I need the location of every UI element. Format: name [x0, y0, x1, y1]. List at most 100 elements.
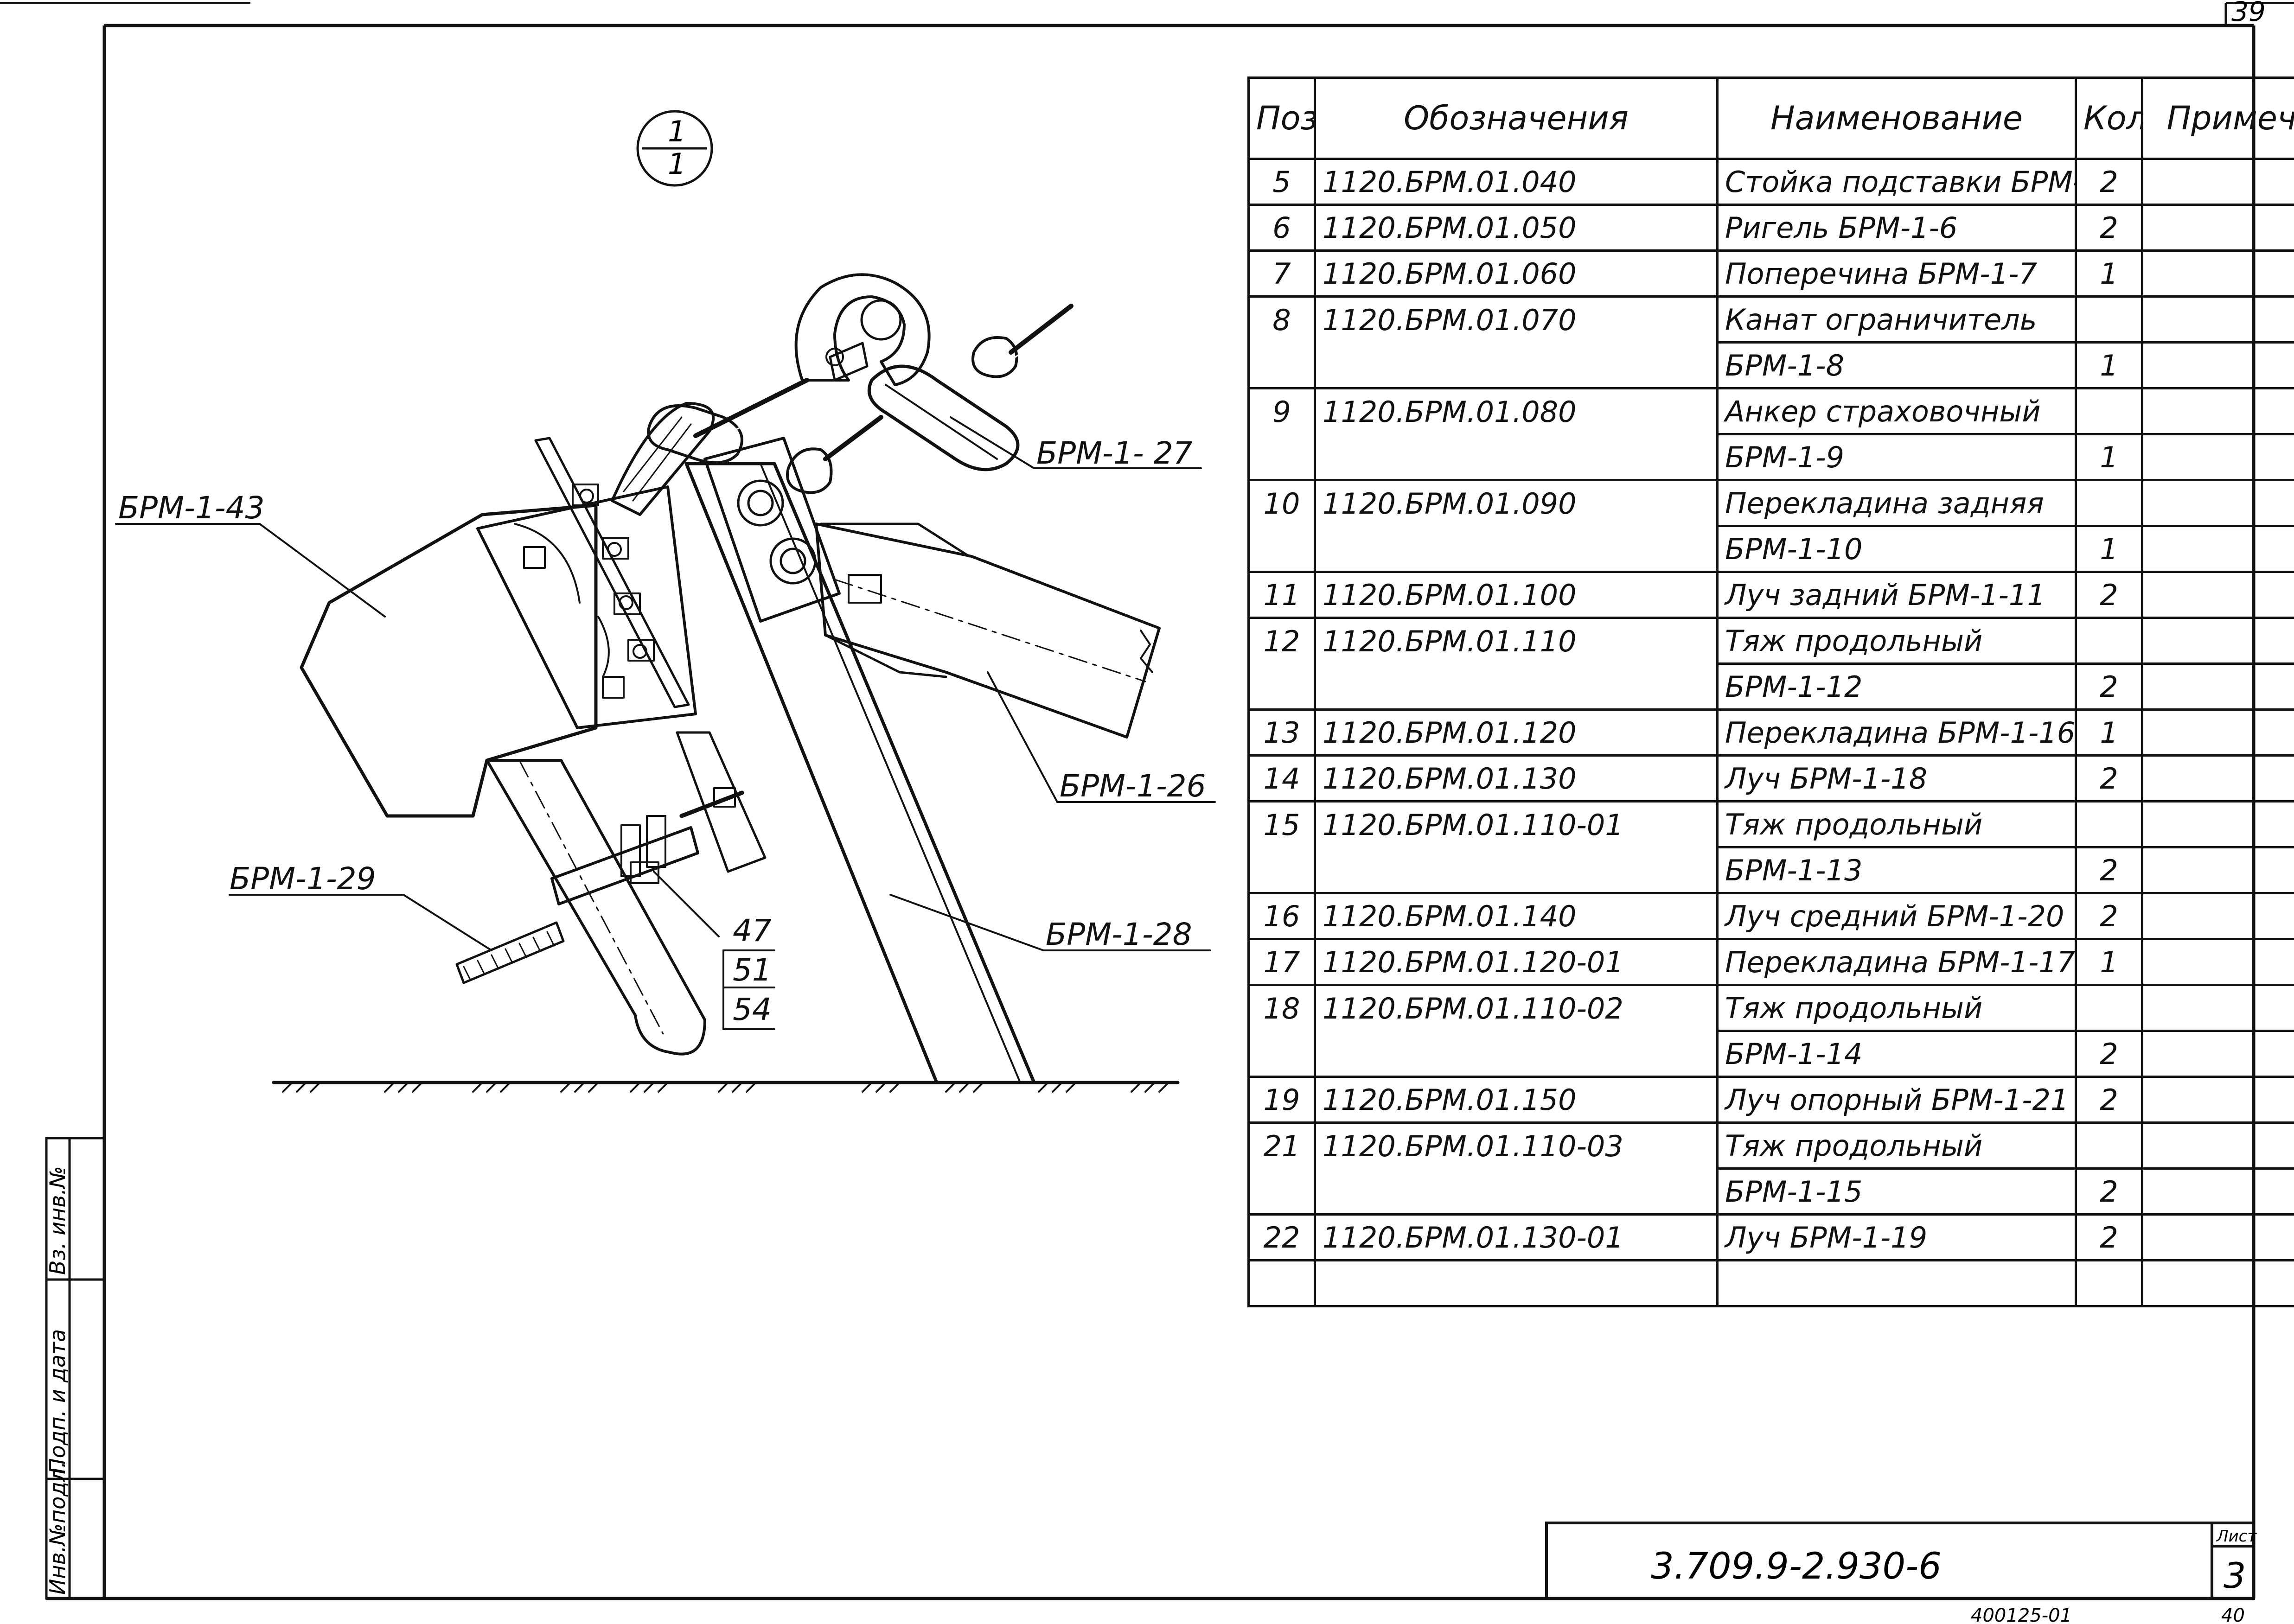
cell-pos — [1247, 847, 1316, 894]
header-pos: Поз. — [1247, 76, 1316, 160]
cell-note — [2141, 1259, 2294, 1307]
cable-29 — [455, 921, 565, 984]
sheet-label: Лист — [2216, 1527, 2257, 1546]
cell-code — [1314, 1031, 1719, 1078]
cell-pos — [1247, 1168, 1316, 1216]
cell-note — [2141, 938, 2294, 986]
cell-note — [2141, 387, 2294, 435]
cell-qty — [2075, 1259, 2143, 1307]
cell-name: Перекладина задняя — [1716, 479, 2077, 527]
cell-pos: 14 — [1247, 754, 1316, 802]
chain-link-4 — [971, 336, 1018, 378]
cell-note — [2141, 204, 2294, 252]
cell-note — [2141, 754, 2294, 802]
cell-code — [1314, 434, 1719, 481]
footer-code: 400125-01 — [1971, 1605, 2072, 1624]
ground-hatch — [282, 1082, 1169, 1093]
section-callout — [636, 110, 713, 187]
cell-code: 1120.БРМ.01.120 — [1314, 708, 1719, 757]
inclined-post — [684, 462, 1036, 1084]
mounting-strap — [534, 437, 690, 708]
cell-note — [2141, 249, 2294, 298]
label-brm-1-26: БРМ-1-26 — [1060, 768, 1206, 804]
cell-name: БРМ-1-9 — [1716, 433, 2077, 481]
cell-qty: 2 — [2075, 1030, 2143, 1078]
lower-clamp — [550, 826, 699, 905]
cell-pos: 8 — [1247, 295, 1316, 343]
cell-pos — [1247, 663, 1316, 711]
cell-qty: 2 — [2075, 571, 2143, 619]
bolts — [572, 484, 655, 662]
cell-qty — [2075, 617, 2143, 665]
cell-code: 1120.БРМ.01.130-01 — [1314, 1213, 1719, 1261]
cell-qty: 1 — [2075, 708, 2143, 757]
cell-pos: 6 — [1247, 204, 1316, 252]
cell-name: БРМ-1-15 — [1716, 1167, 2077, 1216]
cell-name: Луч средний БРМ-1-20 — [1716, 892, 2077, 940]
label-pos-47: 47 — [733, 913, 772, 949]
cell-note — [2141, 708, 2294, 757]
cell-note — [2141, 1030, 2294, 1078]
cell-pos — [1247, 342, 1316, 389]
callout-bottom: 1 — [668, 147, 686, 181]
cell-code: 1120.БРМ.01.150 — [1314, 1076, 1719, 1124]
cell-name: БРМ-1-12 — [1716, 662, 2077, 711]
specification-table: Поз. Обозначения Наименование Кол. Приме… — [1247, 76, 2294, 1307]
cell-code: 1120.БРМ.01.100 — [1314, 571, 1719, 619]
cell-pos: 19 — [1247, 1076, 1316, 1124]
stamp-inv-podl: Инв.№подл. — [45, 1461, 70, 1595]
cell-qty: 1 — [2075, 525, 2143, 573]
cell-pos — [1247, 1259, 1316, 1307]
footer-page: 40 — [2221, 1605, 2245, 1624]
title-block — [1545, 1522, 2255, 1600]
cell-note — [2141, 295, 2294, 344]
cell-code: 1120.БРМ.01.140 — [1314, 892, 1719, 940]
cell-qty: 1 — [2075, 341, 2143, 389]
cell-pos: 16 — [1247, 892, 1316, 940]
winch-frame — [476, 485, 697, 729]
label-pos-51: 51 — [733, 952, 772, 988]
cell-qty: 2 — [2075, 204, 2143, 252]
cell-code — [1314, 1168, 1719, 1216]
cell-code: 1120.БРМ.01.040 — [1314, 158, 1719, 206]
cell-name: БРМ-1-14 — [1716, 1030, 2077, 1078]
cell-pos: 17 — [1247, 938, 1316, 986]
winch-body — [300, 503, 598, 818]
cell-name: Ригель БРМ-1-6 — [1716, 204, 2077, 252]
cell-note — [2141, 525, 2294, 573]
cell-qty — [2075, 387, 2143, 435]
cell-name: Поперечина БРМ-1-7 — [1716, 249, 2077, 298]
label-pos-54: 54 — [733, 992, 772, 1027]
cell-pos — [1247, 526, 1316, 573]
cell-name: Анкер страховочный — [1716, 387, 2077, 435]
assembly-drawing — [115, 273, 1216, 1093]
cell-code: 1120.БРМ.01.130 — [1314, 754, 1719, 802]
table-row — [1247, 1259, 2294, 1307]
cell-pos: 15 — [1247, 800, 1316, 847]
label-brm-1-27: БРМ-1- 27 — [1036, 435, 1193, 471]
cell-code: 1120.БРМ.01.110-02 — [1314, 984, 1719, 1031]
label-brm-1-28: БРМ-1-28 — [1046, 917, 1192, 952]
chain-link-2 — [786, 447, 833, 494]
header-note: Примеч. — [2141, 76, 2294, 160]
cell-qty — [2075, 1121, 2143, 1170]
cell-name: Перекладина БРМ-1-16 — [1716, 708, 2077, 757]
cell-note — [2141, 846, 2294, 894]
cell-name: Тяж продольный — [1716, 984, 2077, 1032]
cell-pos: 5 — [1247, 158, 1316, 206]
